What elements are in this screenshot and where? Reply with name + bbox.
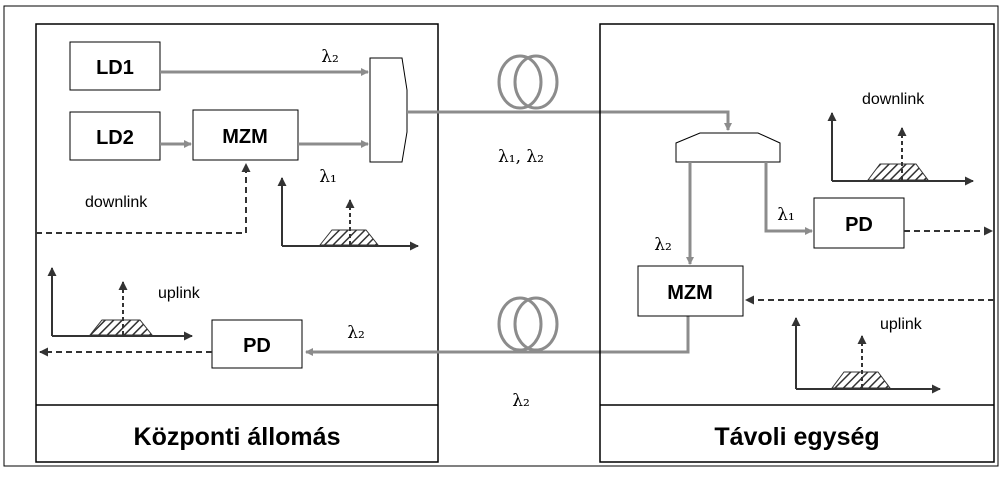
- central-pd-box: [211, 319, 303, 369]
- central-station-title: Központi állomás: [134, 423, 341, 451]
- downlink-fiber-wavelengths: λ₁, λ₂: [498, 147, 544, 167]
- fiber-coil-icon: [497, 296, 559, 352]
- remote-unit-title: Távoli egység: [714, 423, 879, 451]
- central-downlink-signal-path: [36, 163, 251, 234]
- central-station-panel: [35, 23, 439, 463]
- spectrum-plot-icon: [791, 317, 941, 394]
- remote-unit-panel: [599, 23, 995, 463]
- central-pd-label: PD: [243, 335, 271, 357]
- central-downlink-label: downlink: [85, 194, 148, 211]
- ld2-label: LD2: [96, 127, 134, 149]
- remote-unit: Távoli egység λ₂ λ₁ PD MZM downlink upli…: [599, 23, 995, 463]
- remote-mzm-box: [637, 265, 744, 317]
- uplink-fiber-path: [305, 315, 690, 356]
- remote-lambda1-label: λ₁: [777, 205, 795, 225]
- remote-downlink-label: downlink: [862, 91, 925, 108]
- optical-coupler-icon: [369, 57, 408, 163]
- spectrum-plot-icon: [827, 112, 974, 186]
- splitter-to-pd-path: [764, 162, 813, 235]
- fiber-coil-icon: [497, 54, 559, 110]
- central-lambda2-top: λ₂: [321, 47, 339, 67]
- central-mzm-box: [192, 109, 299, 161]
- ld1-label: LD1: [96, 57, 134, 79]
- remote-mzm-label: MZM: [667, 282, 713, 304]
- remote-lambda2-label: λ₂: [654, 235, 672, 255]
- ld2-box: [69, 111, 161, 161]
- downlink-fiber-path: [407, 110, 732, 131]
- central-lambda2-uplink: λ₂: [347, 323, 365, 343]
- remote-uplink-label: uplink: [880, 316, 923, 333]
- uplink-fiber-wavelength: λ₂: [512, 391, 530, 411]
- ld1-box: [69, 41, 161, 91]
- central-station: Központi állomás LD1 LD2 MZM λ₂ λ₁ downl…: [35, 23, 439, 463]
- central-uplink-label: uplink: [158, 285, 201, 302]
- central-lambda1-label: λ₁: [319, 167, 337, 187]
- remote-pd-box: [813, 197, 905, 249]
- fiber-links: λ₁, λ₂ λ₂: [305, 54, 732, 411]
- spectrum-plot-icon: [277, 177, 419, 251]
- optical-splitter-icon: [675, 132, 781, 163]
- remote-pd-label: PD: [845, 214, 873, 236]
- central-mzm-label: MZM: [222, 126, 268, 148]
- spectrum-plot-icon: [47, 267, 193, 341]
